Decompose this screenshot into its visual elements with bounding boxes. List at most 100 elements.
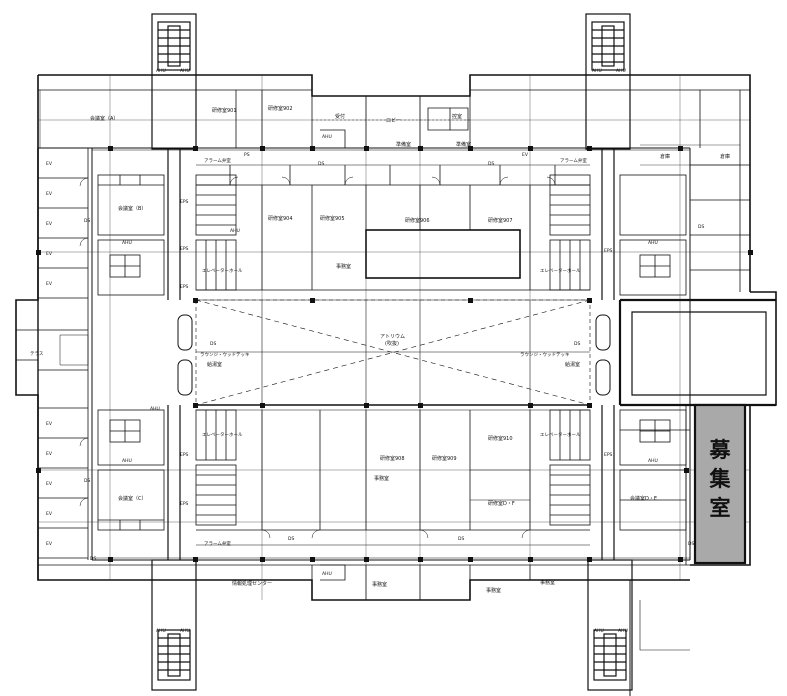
label-r902: 研修室902 <box>268 105 293 112</box>
tag-ahu-15: AHU <box>150 406 160 412</box>
label-atrium: アトリウム <box>380 333 405 340</box>
label-r904: 研修室904 <box>268 215 293 222</box>
tag-ahu-10: AHU <box>648 240 658 246</box>
tag-ahu-5: AHU <box>156 628 166 634</box>
label-kyuto: 給湯室 <box>207 361 222 368</box>
tag-ahu-16: AHU <box>230 228 240 234</box>
tag-ds-11: DS <box>90 556 96 562</box>
label-atrium-sub: (吹抜) <box>385 340 399 347</box>
label-r906: 研修室906 <box>405 217 430 224</box>
label-storage-1: 倉庫 <box>660 153 670 160</box>
label-prep-l: 準備室 <box>396 141 411 148</box>
tag-eps-1: EPS <box>180 199 189 205</box>
tag-em-9: EV <box>46 511 53 517</box>
label-office-3: 事務室 <box>372 581 387 588</box>
tag-eps-6: EPS <box>604 248 613 254</box>
label-office-2: 事務室 <box>374 475 389 482</box>
tag-ahu-2: AHU <box>180 68 190 74</box>
tag-ahu-13: AHU <box>322 134 332 140</box>
tag-em-3: EV <box>46 221 53 227</box>
tag-ev-hall-4: エレベーターホール <box>540 431 581 438</box>
tag-ds-8: DS <box>458 536 464 542</box>
label-conf-b: 会議室（B） <box>118 205 146 212</box>
label-info-center: 情報処理センター <box>232 580 272 587</box>
tag-ahu-4: AHU <box>616 68 626 74</box>
label-prep-r: 準備室 <box>456 141 471 148</box>
left-wing <box>16 147 92 580</box>
tag-ahu-6: AHU <box>180 628 190 634</box>
structural-grid <box>38 75 750 600</box>
tag-ahu-7: AHU <box>594 628 604 634</box>
tag-ev-hall-2: エレベーターホール <box>540 267 581 274</box>
columns <box>36 146 753 562</box>
tag-hallway-1: ラウンジ・ウッドデッキ <box>200 351 250 358</box>
label-office-5: 事務室 <box>540 579 555 586</box>
tag-eps-3: EPS <box>180 284 189 290</box>
tag-ds-6: DS <box>488 161 494 167</box>
label-r907: 研修室907 <box>488 217 513 224</box>
label-r910: 研修室910 <box>488 435 513 442</box>
tag-ds-7: DS <box>288 536 294 542</box>
top-room-row <box>38 89 750 166</box>
equipment-tags: AHU AHU AHU AHU AHU AHU AHU AHU AHU AHU … <box>30 68 704 634</box>
lower-room-row <box>97 404 687 546</box>
label-office-1: 事務室 <box>336 263 351 270</box>
label-conf-a: 会議室（A） <box>90 115 118 122</box>
tag-ev-hall-3: エレベーターホール <box>202 431 243 438</box>
tag-eps-4: EPS <box>180 452 189 458</box>
tag-alarm-3: アラーム弁室 <box>204 540 231 547</box>
label-rdf: 研修室D・F <box>488 500 515 507</box>
tag-eps-7: EPS <box>604 452 613 458</box>
tag-ahu-12: AHU <box>648 458 658 464</box>
label-r908: 研修室908 <box>380 455 405 462</box>
label-office-4: 事務室 <box>486 587 501 594</box>
recruitment-room-label-3: 室 <box>710 496 731 520</box>
tag-em-6: EV <box>46 421 53 427</box>
tag-hallway-2: ラウンジ・ウッドデッキ <box>520 351 570 358</box>
label-r905: 研修室905 <box>320 215 345 222</box>
label-conf-de: 会議室D・E <box>630 495 657 502</box>
tag-ahu-8: AHU <box>618 628 628 634</box>
label-conf-c: 会議室（C） <box>118 495 147 502</box>
tag-ds-9: DS <box>698 224 704 230</box>
label-waiting: 控室 <box>452 113 462 120</box>
tag-eps-2: EPS <box>180 246 189 252</box>
recruitment-room-label-1: 募 <box>709 438 732 462</box>
tag-ev: EV <box>522 152 529 158</box>
label-r909: 研修室909 <box>432 455 457 462</box>
tag-ds-4: DS <box>574 341 580 347</box>
tag-ahu-9: AHU <box>122 240 132 246</box>
bottom-room-row <box>38 564 690 696</box>
second-row-rooms <box>97 164 687 301</box>
recruitment-room-label-2: 集 <box>709 467 732 491</box>
tag-ds-3: DS <box>210 341 216 347</box>
tag-ahu-11: AHU <box>122 458 132 464</box>
tag-em-1: EV <box>46 161 53 167</box>
tag-em-7: EV <box>46 451 53 457</box>
tag-pipe: PS <box>244 152 250 158</box>
tag-ahu-3: AHU <box>592 68 602 74</box>
tag-alarm-2: アラーム弁室 <box>560 157 587 164</box>
tag-ds-1: DS <box>84 218 90 224</box>
tag-ds-2: DS <box>84 478 90 484</box>
label-r901: 研修室901 <box>212 107 237 114</box>
room-labels: 会議室（A） 会議室（B） 会議室（C） 会議室D・E 研修室901 研修室90… <box>90 105 730 594</box>
label-lobby: ロビー <box>386 117 401 124</box>
tag-em-4: EV <box>46 251 53 257</box>
tag-alarm-1: アラーム弁室 <box>204 157 231 164</box>
label-kyuto-2: 給湯室 <box>565 361 580 368</box>
label-storage-2: 倉庫 <box>720 153 730 160</box>
tag-em-10: EV <box>46 541 53 547</box>
tag-terrace: テラス <box>30 351 44 357</box>
tag-ahu-1: AHU <box>156 68 166 74</box>
tag-ev-hall-1: エレベーターホール <box>202 267 243 274</box>
tag-ahu-14: AHU <box>322 571 332 577</box>
label-reception: 受付 <box>335 113 345 120</box>
door-details <box>79 176 556 539</box>
recruitment-room[interactable]: 募 集 室 <box>693 403 747 565</box>
tag-em-5: EV <box>46 281 53 287</box>
tag-ds-10: DS <box>688 541 694 547</box>
tag-em-2: EV <box>46 191 53 197</box>
